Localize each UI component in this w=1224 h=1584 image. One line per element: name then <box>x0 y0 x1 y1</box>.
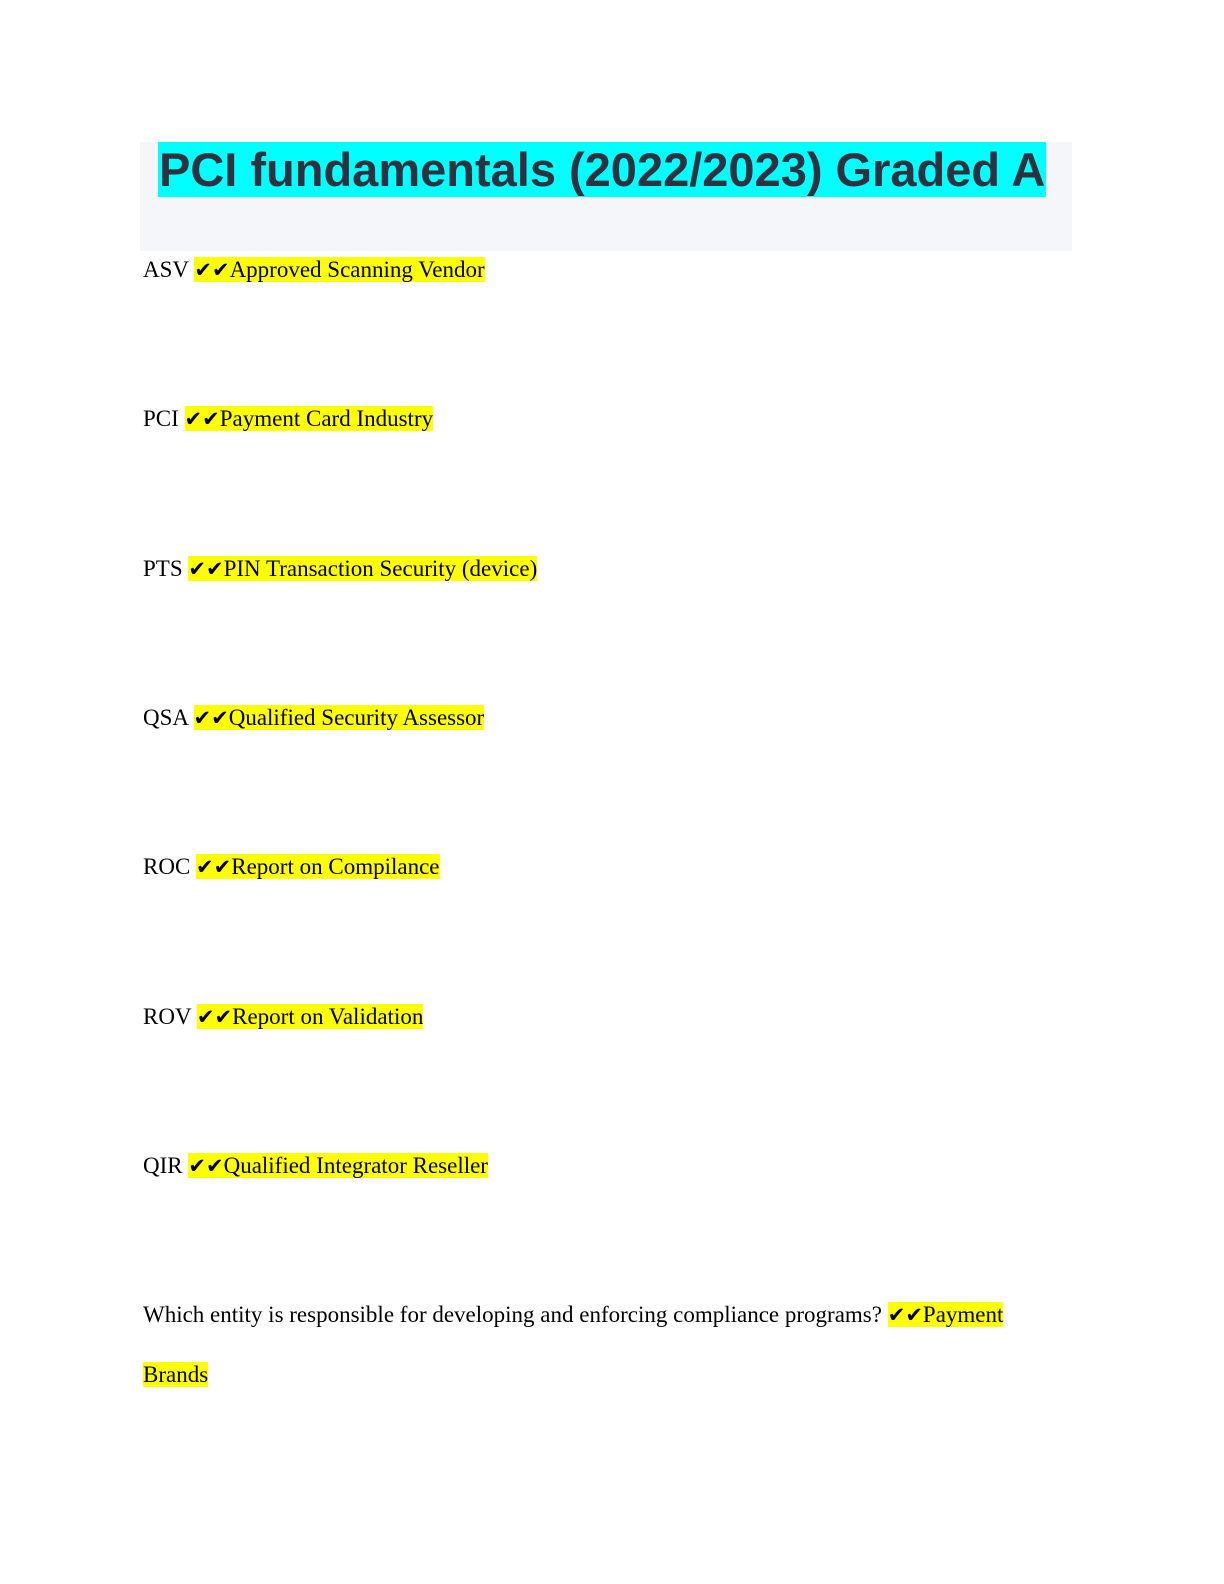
check-icon: ✔✔ <box>194 258 230 282</box>
page-title: PCI fundamentals (2022/2023) Graded A <box>158 142 1047 197</box>
list-item: ROV ✔✔Report on Validation <box>143 1000 424 1034</box>
term-text: ROC <box>143 854 191 879</box>
term-text: QIR <box>143 1153 183 1178</box>
list-item: QSA ✔✔Qualified Security Assessor <box>143 701 485 735</box>
check-icon: ✔✔ <box>184 407 220 431</box>
answer-highlight: ✔✔PIN Transaction Security (device) <box>188 556 538 581</box>
answer-highlight: ✔✔Qualified Security Assessor <box>193 705 485 730</box>
list-item: PCI ✔✔Payment Card Industry <box>143 402 434 436</box>
check-icon: ✔✔ <box>196 1005 233 1029</box>
answer-highlight: ✔✔Payment Card Industry <box>184 406 434 431</box>
answer-text: Report on Compilance <box>231 854 440 879</box>
check-icon: ✔✔ <box>196 855 232 879</box>
check-icon: ✔✔ <box>887 1303 923 1327</box>
term-text: ASV <box>143 257 189 282</box>
list-item: PTS ✔✔PIN Transaction Security (device) <box>143 552 538 586</box>
answer-text: Qualified Integrator Reseller <box>223 1153 488 1178</box>
answer-text: Payment Card Industry <box>219 406 434 431</box>
term-text: PCI <box>143 406 179 431</box>
answer-highlight: ✔✔Report on Validation <box>196 1004 424 1029</box>
check-icon: ✔✔ <box>193 706 229 730</box>
answer-highlight: ✔✔Report on Compilance <box>196 854 440 879</box>
answer-text: Approved Scanning Vendor <box>229 257 485 282</box>
term-text: PTS <box>143 556 183 581</box>
answer-text: Qualified Security Assessor <box>228 705 485 730</box>
list-item: Which entity is responsible for developi… <box>143 1285 1043 1405</box>
question-text: Which entity is responsible for developi… <box>143 1302 882 1327</box>
answer-text: PIN Transaction Security (device) <box>223 556 538 581</box>
check-icon: ✔✔ <box>188 557 224 581</box>
list-item: QIR ✔✔Qualified Integrator Reseller <box>143 1149 488 1183</box>
check-icon: ✔✔ <box>188 1154 224 1178</box>
title-block: PCI fundamentals (2022/2023) Graded A <box>140 142 1072 251</box>
term-text: QSA <box>143 705 188 730</box>
answer-highlight: ✔✔Approved Scanning Vendor <box>194 257 485 282</box>
answer-text: Report on Validation <box>232 1004 424 1029</box>
list-item: ROC ✔✔Report on Compilance <box>143 850 440 884</box>
list-item: ASV ✔✔Approved Scanning Vendor <box>143 253 485 287</box>
term-text: ROV <box>143 1004 192 1029</box>
answer-text: Payment Brands <box>143 1302 1004 1387</box>
answer-highlight: ✔✔Qualified Integrator Reseller <box>188 1153 488 1178</box>
